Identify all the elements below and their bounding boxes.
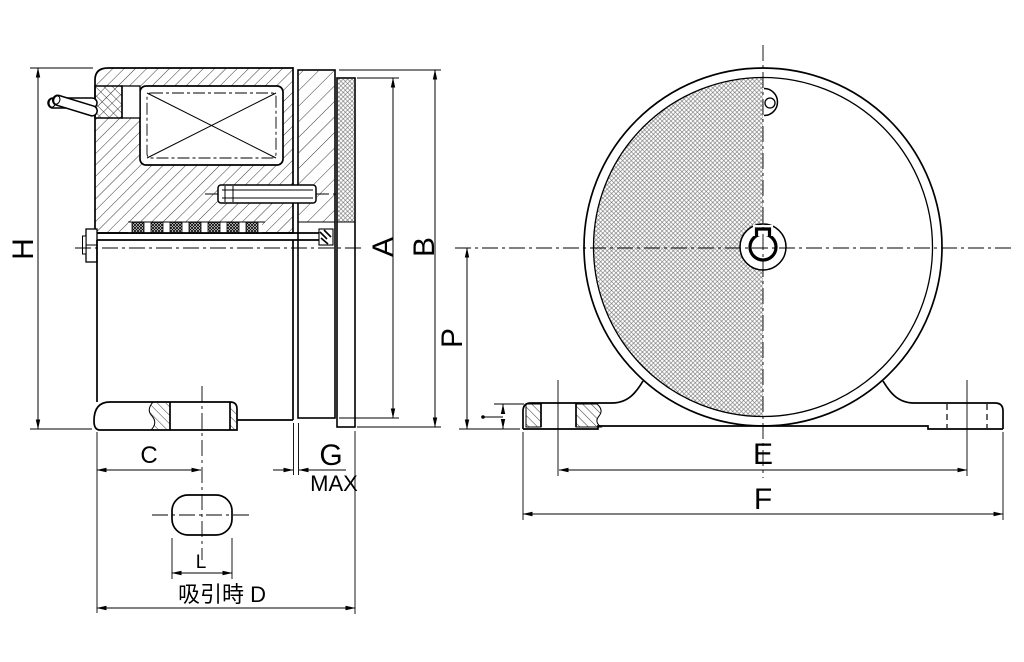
foot-hatch-left [148, 401, 171, 431]
dim-A: A [339, 77, 400, 419]
dim-C: C [96, 432, 202, 613]
dim-label-B: B [408, 237, 441, 257]
hub-flange [85, 232, 323, 241]
dim-label-E: E [753, 438, 773, 471]
friction-disc-section [336, 77, 356, 428]
foot-hatch-right [229, 401, 238, 431]
dim-B: B [339, 69, 441, 428]
dim-foot-thickness [481, 403, 524, 429]
dim-D: 吸引時 D [96, 431, 356, 614]
terminal-block-section [94, 85, 123, 119]
mounting-foot-section [93, 401, 238, 431]
bolt-slot [152, 386, 252, 560]
release-pin [205, 184, 340, 204]
dim-F: F [522, 432, 1004, 520]
left-foot-section [525, 380, 603, 476]
boss-hole [764, 97, 776, 109]
wire-channel [121, 85, 141, 119]
hub-cylinder [96, 240, 294, 421]
dim-label-G-max: MAX [310, 471, 358, 496]
front-view: P E F [436, 45, 1012, 520]
dim-label-H: H [7, 238, 40, 260]
dim-label-D: 吸引時 D [178, 582, 266, 607]
dim-P: P [436, 247, 520, 430]
dim-label-G: G [319, 439, 342, 472]
dim-E: E [558, 438, 968, 473]
dim-L: L [171, 538, 233, 579]
terminal-boss [763, 87, 779, 117]
dim-label-A: A [367, 237, 400, 257]
dim-H: H [7, 67, 93, 430]
dim-label-L: L [196, 552, 207, 573]
leader-dot [481, 415, 485, 419]
retainer-clip-detail [318, 228, 334, 246]
section-view: H A B C G MAX [7, 67, 441, 614]
right-foot-hidden-slot [946, 380, 988, 476]
dim-G: G MAX [273, 423, 358, 496]
spline-teeth-row [128, 221, 265, 234]
lead-wires [47, 94, 98, 117]
dim-label-F: F [754, 483, 772, 516]
coil-section [139, 85, 284, 166]
set-screw-detail [82, 228, 98, 263]
dim-label-P: P [436, 328, 469, 348]
dim-label-C: C [140, 442, 157, 469]
friction-disc-half-hatch [593, 77, 763, 417]
